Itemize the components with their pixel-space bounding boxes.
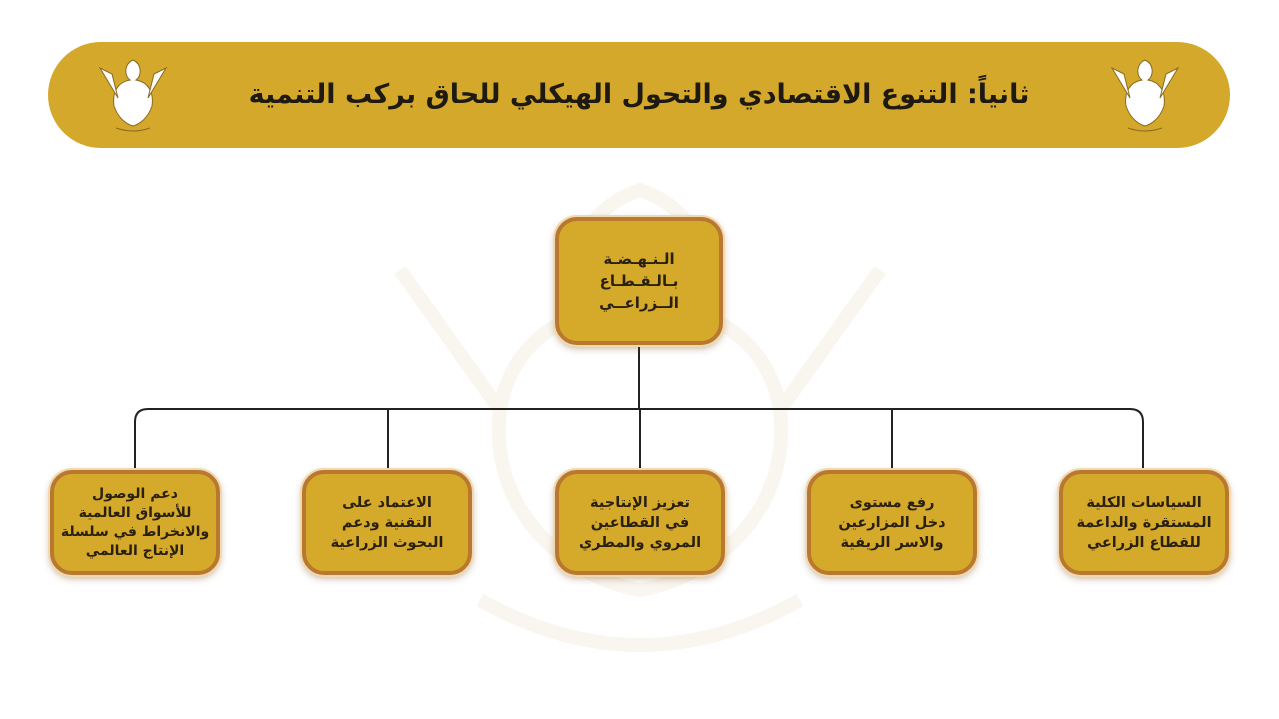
child-node: السياسات الكلية المستقرة والداعمة للقطاع… xyxy=(1059,470,1229,575)
emblem-icon xyxy=(1110,59,1180,132)
child-node-label: السياسات الكلية المستقرة والداعمة للقطاع… xyxy=(1076,494,1212,551)
child-node-label: الاعتماد على التقنية ودعم البحوث الزراعي… xyxy=(330,494,444,551)
root-node: الـنـهـضـة بـالـقـطـاع الــزراعــي xyxy=(555,217,723,345)
root-node-label: الـنـهـضـة بـالـقـطـاع الــزراعــي xyxy=(599,250,679,312)
child-node: الاعتماد على التقنية ودعم البحوث الزراعي… xyxy=(302,470,472,575)
child-node-label: رفع مستوى دخل المزارعين والاسر الريفية xyxy=(838,494,946,551)
child-node: رفع مستوى دخل المزارعين والاسر الريفية xyxy=(807,470,977,575)
page-title: ثانياً: التنوع الاقتصادي والتحول الهيكلي… xyxy=(248,79,1030,110)
child-node: تعزيز الإنتاجية في القطاعين المروي والمط… xyxy=(555,470,725,575)
emblem-icon xyxy=(98,59,168,132)
title-banner: ثانياً: التنوع الاقتصادي والتحول الهيكلي… xyxy=(48,42,1230,148)
child-node-label: تعزيز الإنتاجية في القطاعين المروي والمط… xyxy=(578,494,702,551)
child-node: دعم الوصول للأسواق العالمية والانخراط في… xyxy=(50,470,220,575)
child-node-label: دعم الوصول للأسواق العالمية والانخراط في… xyxy=(60,485,210,559)
